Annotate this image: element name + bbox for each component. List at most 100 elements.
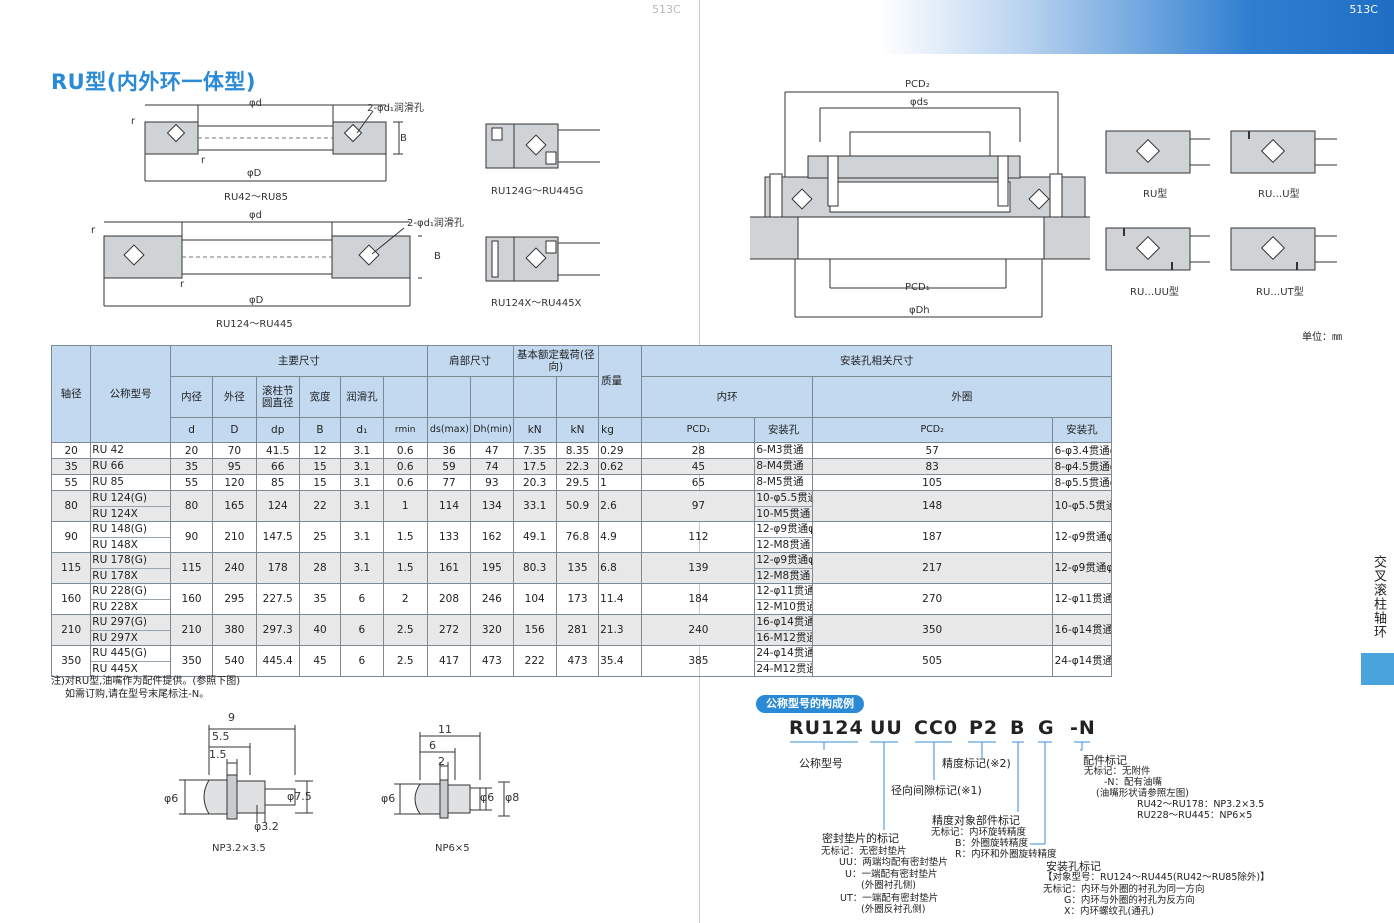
ru42-B-label: B [400,133,407,144]
mount-dh-label: φDh [909,305,930,316]
cell-d: 55 [169,474,214,491]
model-code-leader-lines [790,741,1090,845]
inner-hole-spec: 12-M10贯通 [755,599,813,613]
accessory-line-1: 无标记：无附件 [1084,766,1151,777]
cell-dp: 85 [255,474,300,491]
cell-r: 0.6 [382,474,428,491]
ru124-caption: RU124～RU445 [216,319,293,330]
mount-pcd1-label: PCD₁ [905,282,930,293]
cell-d: 70 [212,442,257,459]
cell-outer-hole: 12-φ9贯通φ14衬孔深度8.6 [1051,552,1113,584]
cell-pcd1: 112 [641,521,756,553]
np6-dim-6: 6 [429,739,436,752]
cell-shaft: 115 [50,552,92,584]
cell-pcd2: 270 [811,583,1053,615]
cell-outer-hole: 8-φ5.5贯通φ9.5衬孔深度5.4 [1051,474,1113,491]
variant-ru-ut-diagram [1230,227,1337,271]
cell-inner-holes: 8-M5贯通 [754,474,813,491]
page-number-left: 513C [652,3,681,16]
nozzle-np6-drawing [394,732,510,819]
unit-c-kn: kN [512,417,557,443]
inner-hole-spec: 24-φ14贯通φ20衬孔深度13 [756,647,813,659]
cell-d: 240 [212,552,257,584]
inner-hole-spec: 12-φ11贯通φ17.5衬孔深度10.8 [756,585,811,597]
unit-dh: Dh(min) [470,417,514,443]
np32-dim-5-5: 5.5 [212,730,230,743]
code-model-label: 公称型号 [799,757,843,770]
col-c0 [555,376,600,418]
cell-d: 210 [169,614,214,646]
cell-shaft: 35 [50,458,92,475]
model-name: RU 228X [91,599,170,614]
cell-c0: 473 [555,645,600,677]
cell-c0: 8.35 [555,442,600,459]
cell-d1: 6 [340,614,384,646]
np6-dim-phi8: φ8 [505,791,520,804]
cell-pcd2: 57 [811,442,1053,459]
cell-r: 2.5 [382,645,428,677]
cell-pcd2: 350 [811,614,1053,646]
page-number-right: 513C [1349,3,1378,16]
accessory-line-2: -N：配有油嘴 [1104,777,1163,788]
cell-b: 25 [298,521,342,553]
np32-dim-phi7-5: φ7.5 [287,790,312,803]
cell-d: 120 [212,474,257,491]
cell-d: 165 [212,490,257,522]
ru124-r-label-2: r [180,279,185,290]
cell-ds: 114 [426,490,472,522]
code-seal-label: 密封垫片的标记 [822,832,899,845]
cell-r: 2 [382,583,428,615]
cell-ds: 77 [426,474,472,491]
cell-dh: 47 [470,442,514,459]
diagram-mounting [750,91,1090,318]
cell-c0: 135 [555,552,600,584]
model-name: RU 85 [92,476,124,488]
cell-model: RU 124(G)RU 124X [90,490,171,522]
unit-c0-kn: kN [555,417,600,443]
ru124x-caption: RU124X～RU445X [491,298,582,309]
cell-pcd2: 148 [811,490,1053,522]
cell-ds: 161 [426,552,472,584]
cell-b: 45 [298,645,342,677]
side-tab-label: 交叉滚柱轴环 [1371,555,1386,639]
cell-c0: 173 [555,583,600,615]
np32-dim-phi3-2: φ3.2 [254,820,279,833]
cell-d1: 3.1 [340,474,384,491]
cell-d1: 3.1 [340,552,384,584]
col-mass: 质量 [598,345,643,418]
seal-line-6: (外圈反衬孔侧) [861,904,926,915]
cell-d: 115 [169,552,214,584]
cell-c: 20.3 [512,474,557,491]
model-name: RU 124X [91,506,170,521]
cell-d: 350 [169,645,214,677]
col-outer: 外径 [212,376,257,418]
cell-d: 90 [169,521,214,553]
col-inner: 内径 [169,376,214,418]
inner-hole-spec: 8-M4贯通 [756,460,804,472]
cell-inner-holes: 16-φ14贯通φ20衬孔深度1316-M12贯通 [754,614,813,646]
variant-ru-caption: RU型 [1143,189,1168,200]
model-name: RU 42 [92,444,124,456]
code-accessory-label: 配件标记 [1083,754,1127,767]
col-oil: 润滑孔 [340,376,384,418]
cell-inner-holes: 8-M4贯通 [754,458,813,475]
ru124-r-label: r [91,225,96,236]
accessory-line-4: RU42～RU178：NP3.2×3.5 [1137,799,1265,810]
cell-dp: 178 [255,552,300,584]
inner-hole-spec: 12-M8贯通 [755,537,812,551]
variant-ru-uu-diagram [1105,227,1210,271]
cell-ds: 36 [426,442,472,459]
col-mount: 安装孔相关尺寸 [641,345,1113,377]
cell-pcd1: 65 [641,474,756,491]
unit-hole2: 安装孔 [1051,417,1113,443]
ru42-r-label: r [131,116,136,127]
cell-ds: 272 [426,614,472,646]
cell-pcd1: 28 [641,442,756,459]
cell-inner-holes: 12-φ9贯通φ14衬孔深度8.612-M8贯通 [754,552,813,584]
cell-inner-holes: 12-φ9贯通φ14衬孔深度8.612-M8贯通 [754,521,813,553]
code-part-cc0: CC0 [914,717,959,739]
inner-hole-spec: 6-M3贯通 [756,444,804,456]
diagram-ru124g [485,123,600,169]
